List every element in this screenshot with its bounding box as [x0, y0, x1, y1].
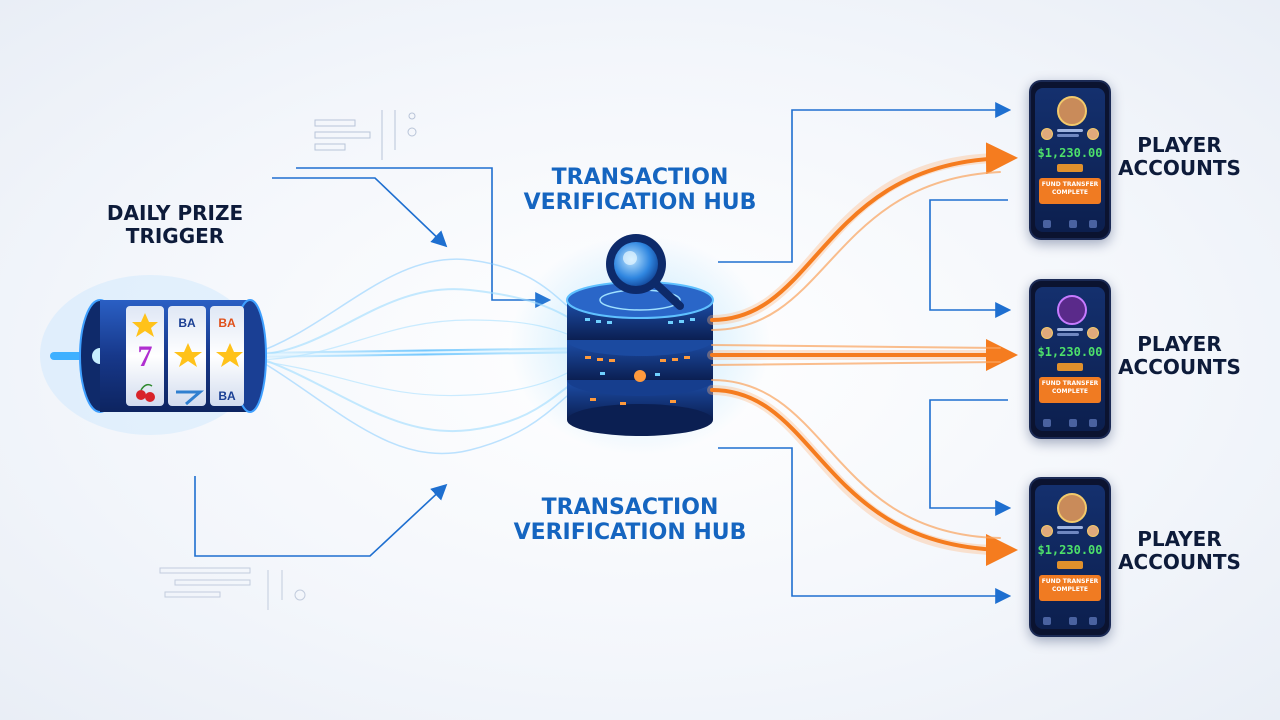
magnifier-icon	[606, 234, 684, 310]
right-connector-lines	[718, 102, 1012, 604]
contact-row	[1041, 128, 1099, 140]
phone-nav	[1041, 214, 1099, 228]
avatar	[1057, 295, 1087, 325]
account-balance: $1,230.00	[1037, 146, 1103, 160]
transfer-status: FUND TRANSFER COMPLETE	[1039, 178, 1101, 204]
orange-transfer-streams	[707, 142, 1018, 566]
player-accounts-label-3: PLAYER ACCOUNTS	[1118, 527, 1241, 574]
account-balance: $1,230.00	[1037, 345, 1103, 359]
hub-label-bottom: TRANSACTION VERIFICATION HUB	[490, 495, 770, 546]
smartphone-icon: $1,230.00 FUND TRANSFER COMPLETE	[1029, 80, 1111, 240]
contact-row	[1041, 525, 1099, 537]
hub-label-top: TRANSACTION VERIFICATION HUB	[505, 165, 775, 216]
player-accounts-label-1: PLAYER ACCOUNTS	[1118, 133, 1241, 180]
transfer-status: FUND TRANSFER COMPLETE	[1039, 377, 1101, 403]
decorative-ui-sketch-top	[314, 110, 417, 160]
avatar	[1057, 96, 1087, 126]
left-connector-lines	[194, 167, 552, 557]
account-balance: $1,230.00	[1037, 543, 1103, 557]
trigger-label-line1: DAILY PRIZE	[106, 201, 244, 225]
avatar	[1057, 493, 1087, 523]
smartphone-icon: $1,230.00 FUND TRANSFER COMPLETE	[1029, 279, 1111, 439]
smartphone-icon: $1,230.00 FUND TRANSFER COMPLETE	[1029, 477, 1111, 637]
decorative-ui-sketch-bottom	[159, 567, 306, 610]
player-accounts-label-2: PLAYER ACCOUNTS	[1118, 332, 1241, 379]
slot-machine-icon: BA BA 7 BA	[40, 275, 267, 435]
reel-symbol-4: BA	[218, 389, 236, 403]
verification-hub	[510, 234, 770, 455]
trigger-label: DAILY PRIZE TRIGGER	[80, 202, 270, 248]
phone-nav	[1041, 413, 1099, 427]
hub-label-bottom-line1: TRANSACTION	[541, 495, 719, 520]
phone-screen: $1,230.00 FUND TRANSFER COMPLETE	[1035, 287, 1105, 431]
reel-symbol-1: BA	[178, 316, 196, 330]
phone-screen: $1,230.00 FUND TRANSFER COMPLETE	[1035, 485, 1105, 629]
hub-label-top-line2: VERIFICATION HUB	[523, 190, 757, 216]
transfer-status: FUND TRANSFER COMPLETE	[1039, 575, 1101, 601]
trigger-label-line2: TRIGGER	[125, 224, 225, 248]
hub-label-top-line1: TRANSACTION	[551, 165, 729, 190]
phone-screen: $1,230.00 FUND TRANSFER COMPLETE	[1035, 88, 1105, 232]
contact-row	[1041, 327, 1099, 339]
reel-symbol-3: 7	[138, 340, 153, 373]
reel-symbol-2: BA	[218, 316, 236, 330]
hub-label-bottom-line2: VERIFICATION HUB	[513, 520, 747, 546]
phone-nav	[1041, 611, 1099, 625]
